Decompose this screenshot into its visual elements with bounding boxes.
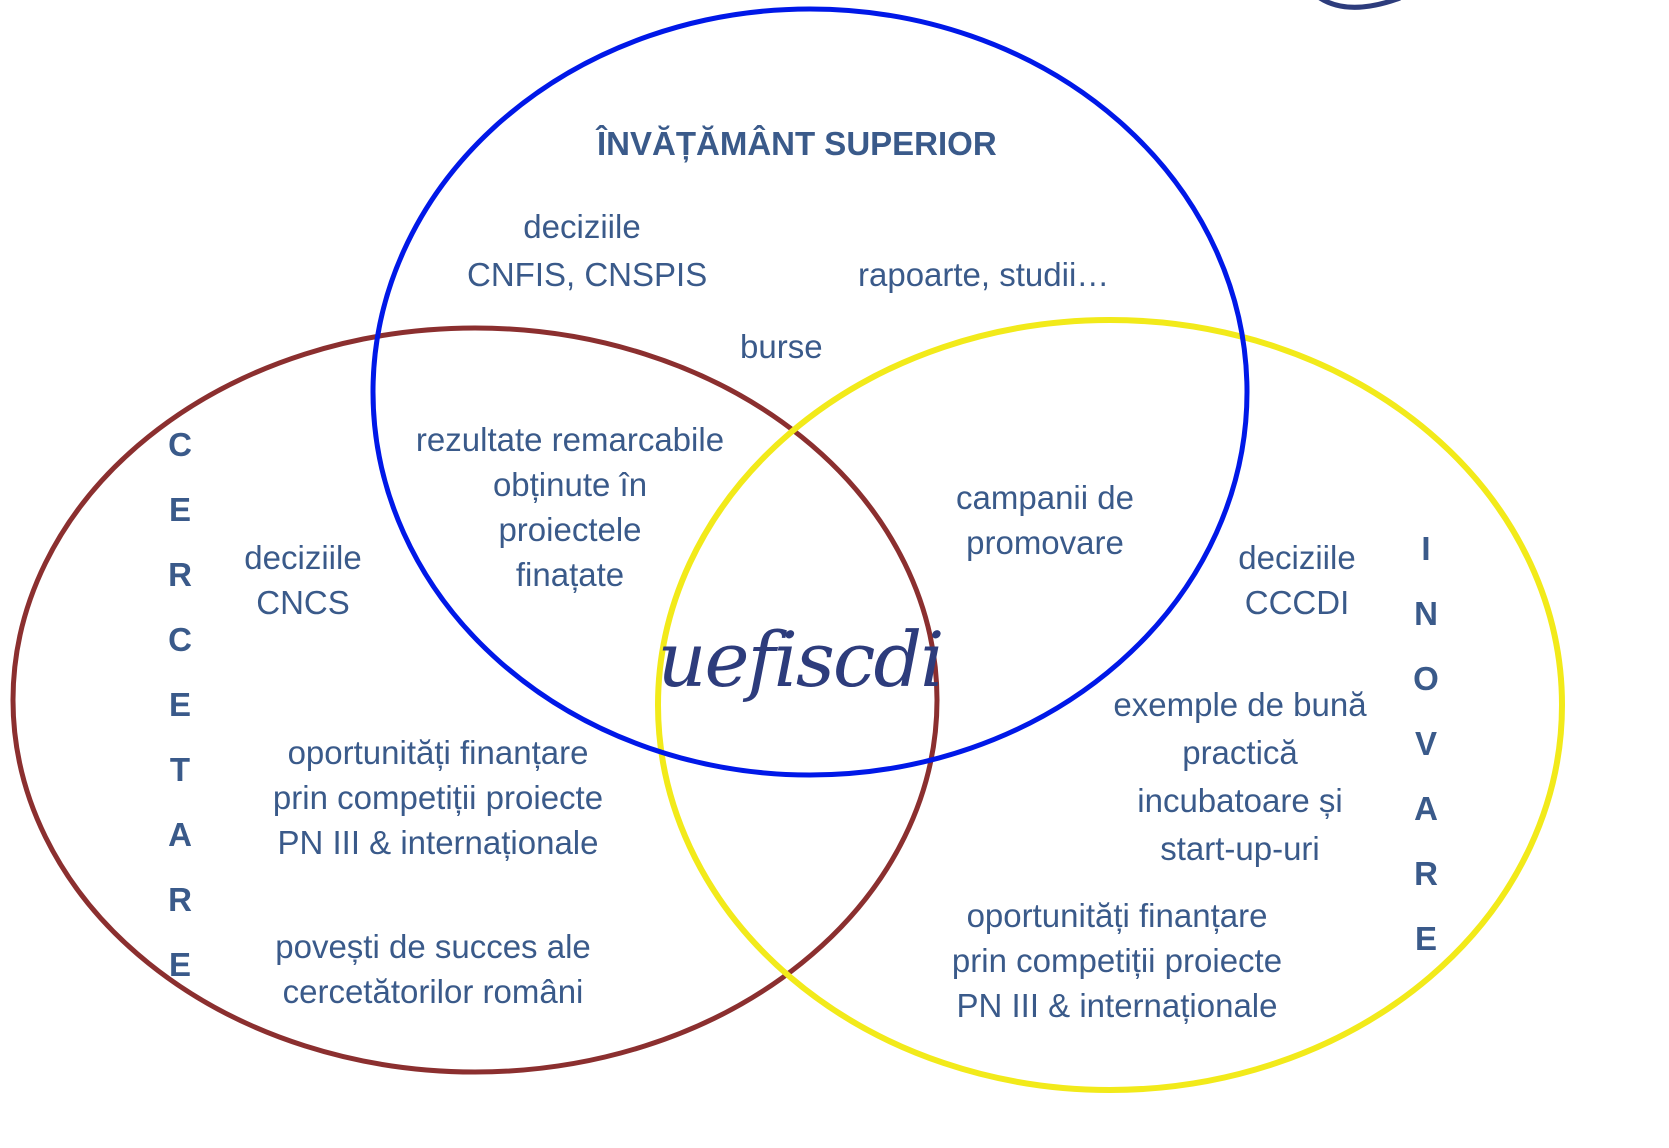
label-line: oportunități finanțare: [966, 897, 1268, 934]
label-line: cercetătorilor români: [282, 973, 584, 1010]
label-line: CNFIS, CNSPIS: [467, 256, 708, 293]
label-line: exemple de bună: [1113, 686, 1367, 723]
label-top-scholarships: burse: [740, 328, 823, 365]
title-invatamant-superior: ÎNVĂȚĂMÂNT SUPERIOR: [597, 125, 997, 162]
vertical-letter: O: [1413, 660, 1439, 697]
label-line: finațate: [515, 556, 625, 593]
label-overlap-results: rezultate remarcabile obținute în proiec…: [390, 420, 750, 595]
label-left-opportunities: oportunități finanțare prin competiții p…: [238, 733, 638, 863]
label-line: PN III & internaționale: [956, 987, 1278, 1024]
label-line: proiectele: [498, 511, 642, 548]
vertical-letter: E: [168, 686, 191, 723]
circle-inovare: [655, 317, 1565, 1093]
label-top-reports: rapoarte, studii…: [858, 256, 1110, 293]
vertical-letter: R: [1414, 855, 1438, 892]
vertical-letter: C: [168, 621, 192, 658]
label-line: campanii de: [956, 479, 1134, 516]
vertical-letter: R: [168, 881, 192, 918]
vertical-letter: N: [1414, 595, 1438, 632]
label-line: deciziile: [1238, 539, 1356, 576]
label-line: obținute în: [492, 466, 648, 503]
label-line: start-up-uri: [1160, 830, 1320, 867]
label-top-decisions: deciziile CNFIS, CNSPIS: [467, 207, 708, 295]
label-overlap-campaigns: campanii de promovare: [935, 478, 1155, 563]
vertical-letter: I: [1421, 530, 1431, 567]
label-line: deciziile: [244, 539, 362, 576]
vertical-letter: R: [168, 556, 192, 593]
label-line: povești de succes ale: [275, 928, 591, 965]
circle-invatamant: [370, 6, 1250, 778]
logo-arc-mark: [1318, 0, 1401, 10]
label-line: promovare: [966, 524, 1124, 561]
label-line: incubatoare și: [1137, 782, 1343, 819]
vertical-letter: A: [168, 816, 192, 853]
label-left-stories: povești de succes ale cercetătorilor rom…: [248, 927, 618, 1012]
label-line: oportunități finanțare: [287, 734, 589, 771]
label-left-decisions: deciziile CNCS: [228, 538, 378, 623]
uefiscdi-logo: uefiscdi: [657, 615, 945, 704]
label-right-decisions: deciziile CCCDI: [1222, 538, 1372, 623]
vertical-letter: E: [168, 946, 191, 983]
label-right-examples: exemple de bună practică incubatoare și …: [1085, 685, 1395, 869]
label-line: CCCDI: [1244, 584, 1350, 621]
vertical-letter: V: [1414, 725, 1437, 762]
vertical-letter: T: [169, 751, 191, 788]
vertical-letter: C: [168, 426, 192, 463]
title-inovare-vertical: I N O V A R E: [1406, 516, 1446, 971]
label-line: practică: [1182, 734, 1298, 771]
vertical-letter: E: [168, 491, 191, 528]
label-line: PN III & internaționale: [277, 824, 599, 861]
vertical-letter: E: [1414, 920, 1437, 957]
label-line: rezultate remarcabile: [415, 421, 725, 458]
circle-cercetare: [10, 325, 940, 1075]
label-line: CNCS: [256, 584, 350, 621]
label-line: prin competiții proiecte: [272, 779, 604, 816]
title-cercetare-vertical: C E R C E T A R E: [160, 412, 200, 997]
label-line: deciziile: [523, 208, 641, 245]
label-right-opportunities: oportunități finanțare prin competiții p…: [917, 896, 1317, 1026]
vertical-letter: A: [1414, 790, 1438, 827]
label-line: prin competiții proiecte: [951, 942, 1283, 979]
